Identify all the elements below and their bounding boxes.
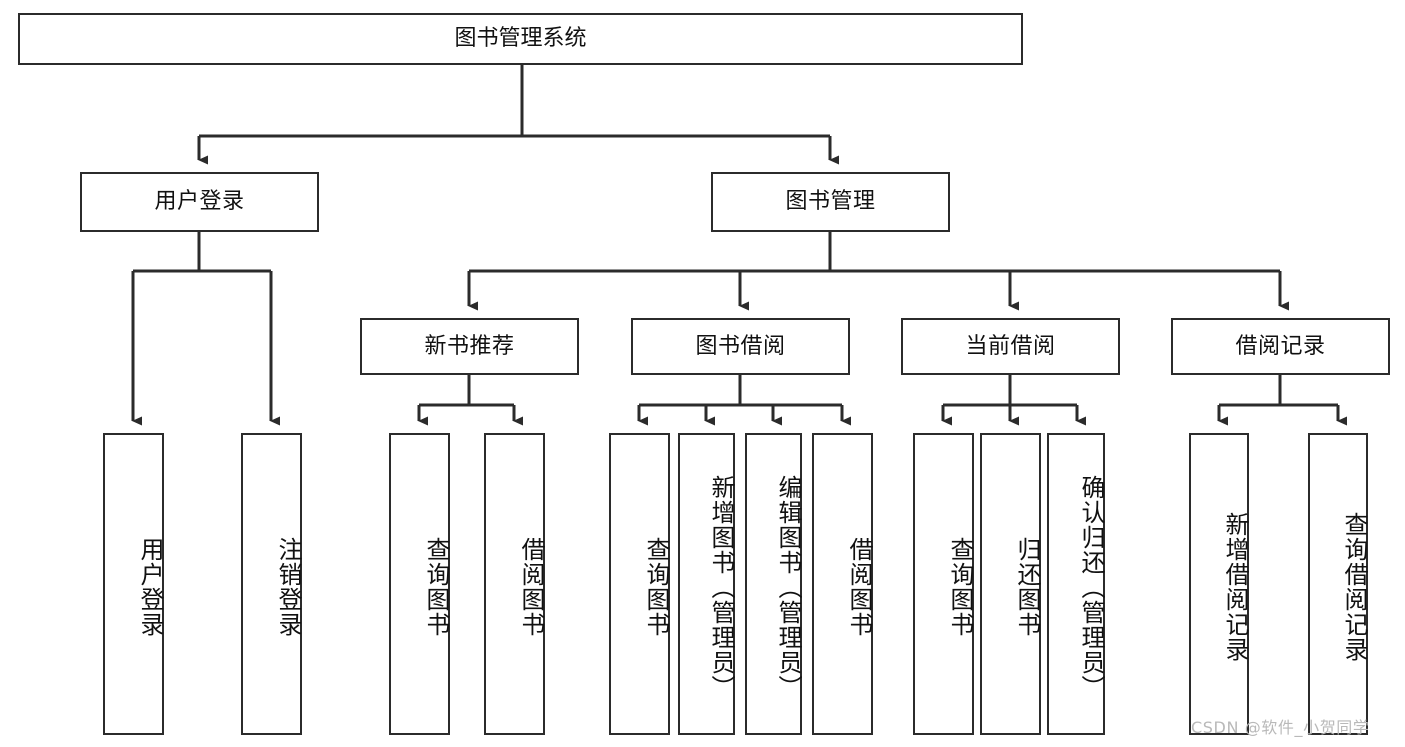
node-new-book-recommend-label: 新书推荐 bbox=[424, 333, 515, 359]
node-root[interactable]: 图书管理系统 bbox=[18, 13, 1023, 65]
node-borrow-record-label: 借阅记录 bbox=[1235, 333, 1326, 359]
node-leaf-query-record[interactable]: 查询借阅记录 bbox=[1308, 433, 1368, 735]
node-leaf-add-book[interactable]: 新增图书（管理员） bbox=[678, 433, 735, 735]
node-leaf-borrow-book-1[interactable]: 借阅图书 bbox=[484, 433, 545, 735]
node-user-login-label: 用户登录 bbox=[154, 189, 245, 215]
node-leaf-user-logout-label: 注销登录 bbox=[274, 537, 302, 637]
node-book-management[interactable]: 图书管理 bbox=[711, 172, 950, 232]
node-new-book-recommend[interactable]: 新书推荐 bbox=[360, 318, 579, 375]
node-leaf-query-book-3-label: 查询图书 bbox=[946, 537, 974, 637]
node-leaf-add-record[interactable]: 新增借阅记录 bbox=[1189, 433, 1249, 735]
node-leaf-edit-book[interactable]: 编辑图书（管理员） bbox=[745, 433, 802, 735]
csdn-watermark: CSDN @软件_小贺同学 bbox=[1191, 718, 1370, 737]
node-leaf-edit-book-label: 编辑图书（管理员） bbox=[774, 474, 802, 700]
node-leaf-query-book-1-label: 查询图书 bbox=[422, 537, 450, 637]
node-leaf-user-login[interactable]: 用户登录 bbox=[103, 433, 164, 735]
node-leaf-confirm-return-label: 确认归还（管理员） bbox=[1077, 474, 1105, 700]
node-leaf-query-book-2-label: 查询图书 bbox=[642, 537, 670, 637]
node-leaf-query-book-3[interactable]: 查询图书 bbox=[913, 433, 974, 735]
node-leaf-confirm-return[interactable]: 确认归还（管理员） bbox=[1047, 433, 1105, 735]
node-borrow-record[interactable]: 借阅记录 bbox=[1171, 318, 1390, 375]
node-leaf-return-book-label: 归还图书 bbox=[1013, 537, 1041, 637]
node-leaf-user-logout[interactable]: 注销登录 bbox=[241, 433, 302, 735]
node-leaf-query-book-2[interactable]: 查询图书 bbox=[609, 433, 670, 735]
node-leaf-borrow-book-2[interactable]: 借阅图书 bbox=[812, 433, 873, 735]
node-user-login[interactable]: 用户登录 bbox=[80, 172, 319, 232]
node-current-borrow[interactable]: 当前借阅 bbox=[901, 318, 1120, 375]
node-book-management-label: 图书管理 bbox=[785, 189, 876, 215]
node-leaf-query-record-label: 查询借阅记录 bbox=[1340, 512, 1368, 662]
node-leaf-return-book[interactable]: 归还图书 bbox=[980, 433, 1041, 735]
node-leaf-add-record-label: 新增借阅记录 bbox=[1221, 512, 1249, 662]
node-leaf-borrow-book-2-label: 借阅图书 bbox=[845, 537, 873, 637]
node-leaf-query-book-1[interactable]: 查询图书 bbox=[389, 433, 450, 735]
node-current-borrow-label: 当前借阅 bbox=[965, 333, 1056, 359]
node-root-label: 图书管理系统 bbox=[454, 26, 587, 52]
node-leaf-borrow-book-1-label: 借阅图书 bbox=[517, 537, 545, 637]
node-book-borrow-label: 图书借阅 bbox=[695, 333, 786, 359]
node-book-borrow[interactable]: 图书借阅 bbox=[631, 318, 850, 375]
node-leaf-add-book-label: 新增图书（管理员） bbox=[707, 474, 735, 700]
node-leaf-user-login-label: 用户登录 bbox=[136, 537, 164, 637]
